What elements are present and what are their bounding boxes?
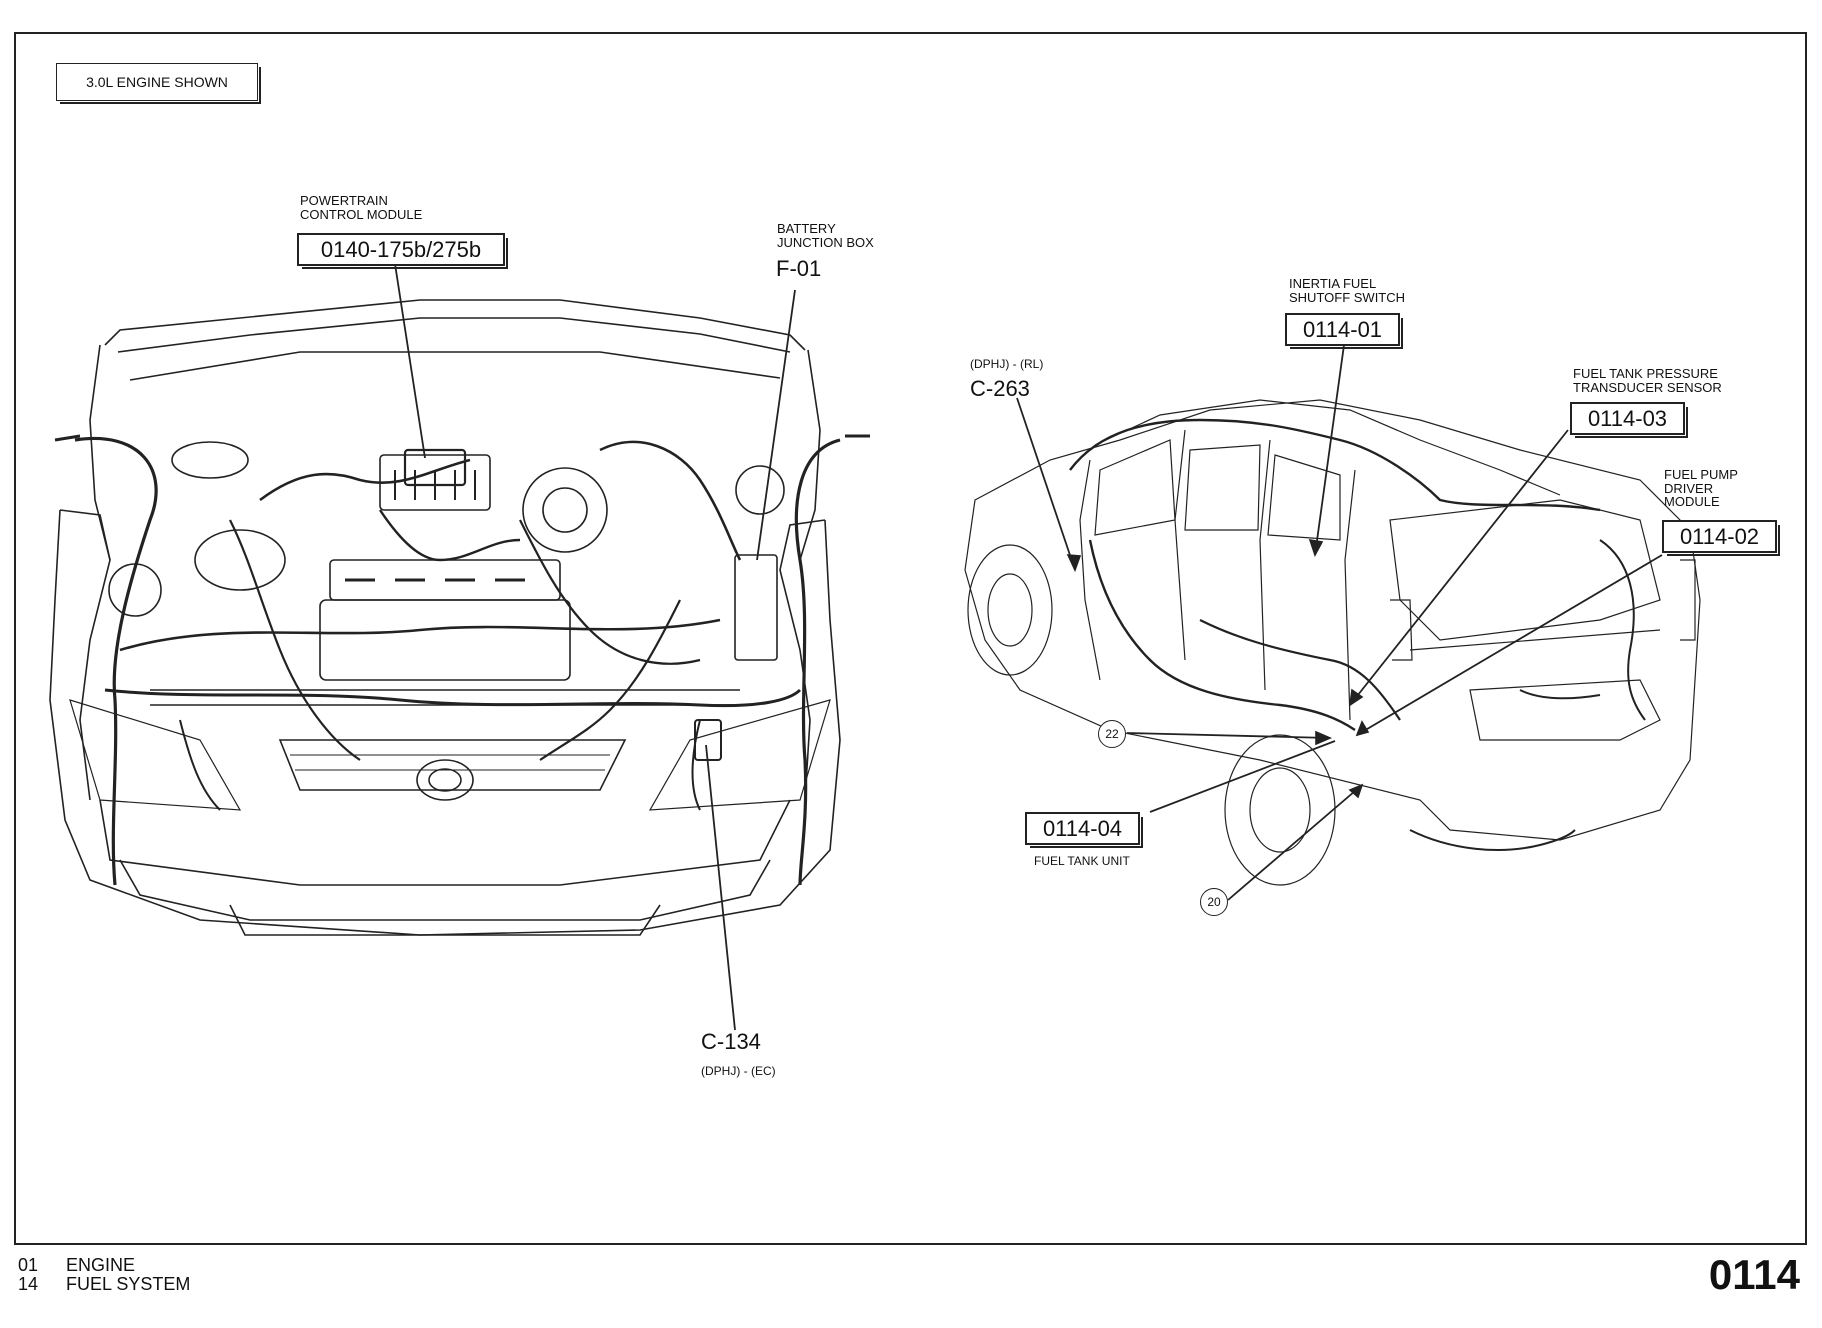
ftp-title: FUEL TANK PRESSURE TRANSDUCER SENSOR <box>1573 367 1722 394</box>
page-number: 0114 <box>1708 1251 1800 1298</box>
c263-sub: (DPHJ) - (RL) <box>970 357 1044 371</box>
c263-code: C-263 <box>970 376 1030 401</box>
ftp-title-line1: FUEL TANK PRESSURE <box>1573 366 1718 381</box>
fpdm-code: 0114-02 <box>1679 523 1760 549</box>
inertia-code-box: 0114-01 <box>1285 313 1403 349</box>
c134-sub: (DPHJ) - (EC) <box>701 1064 776 1078</box>
footer-section-info: 01 ENGINE 14 FUEL SYSTEM <box>18 1256 190 1294</box>
footer-row-num: 01 <box>18 1255 39 1275</box>
fpdm-code-box: 0114-02 <box>1662 520 1780 556</box>
bjb-title-line2: JUNCTION BOX <box>777 234 874 250</box>
ftp-title-line2: TRANSDUCER SENSOR <box>1573 379 1722 395</box>
c134-code: C-134 <box>701 1029 761 1054</box>
callout-22-text: 22 <box>1105 727 1119 741</box>
pcm-title: POWERTRAIN CONTROL MODULE <box>300 194 422 221</box>
callout-20: 20 <box>1200 888 1228 916</box>
pcm-code: 0140-175b/275b <box>320 236 482 262</box>
pcm-code-box: 0140-175b/275b <box>297 233 508 269</box>
bjb-code: F-01 <box>776 256 822 281</box>
diagram-frame <box>14 32 1807 1245</box>
footer-row-text: ENGINE <box>66 1255 136 1275</box>
footer-row-text: FUEL SYSTEM <box>66 1273 191 1294</box>
inertia-title-line1: INERTIA FUEL <box>1289 276 1377 291</box>
ftp-code: 0114-03 <box>1587 405 1668 431</box>
footer-row-num: 14 <box>18 1273 39 1294</box>
callout-22: 22 <box>1098 720 1126 748</box>
inertia-title-line2: SHUTOFF SWITCH <box>1289 289 1406 305</box>
fpdm-title-line2: DRIVER <box>1664 480 1714 496</box>
vehicle-illustration <box>964 399 1701 886</box>
inertia-code: 0114-01 <box>1302 316 1383 342</box>
callout-20-text: 20 <box>1207 895 1221 909</box>
footer-row-fuel-system: 14 FUEL SYSTEM <box>18 1273 191 1294</box>
inertia-title: INERTIA FUEL SHUTOFF SWITCH <box>1289 277 1405 304</box>
fpdm-title-line3: MODULE <box>1664 494 1720 510</box>
footer-row-engine: 01 ENGINE <box>18 1256 190 1275</box>
fpdm-title-line1: FUEL PUMP <box>1664 467 1738 482</box>
pcm-title-line2: CONTROL MODULE <box>300 206 423 222</box>
ftu-code-box: 0114-04 <box>1025 812 1143 848</box>
pcm-title-line1: POWERTRAIN <box>300 193 388 208</box>
engine-bay-illustration <box>49 299 870 936</box>
engine-shown-label: 3.0L ENGINE SHOWN <box>56 63 261 104</box>
ftp-code-box: 0114-03 <box>1570 402 1688 438</box>
bjb-title-line1: BATTERY <box>777 221 836 236</box>
bjb-title: BATTERY JUNCTION BOX <box>777 222 874 249</box>
fpdm-title: FUEL PUMP DRIVER MODULE <box>1664 468 1738 509</box>
ftu-title: FUEL TANK UNIT <box>1034 854 1130 868</box>
ftu-code: 0114-04 <box>1042 815 1123 841</box>
